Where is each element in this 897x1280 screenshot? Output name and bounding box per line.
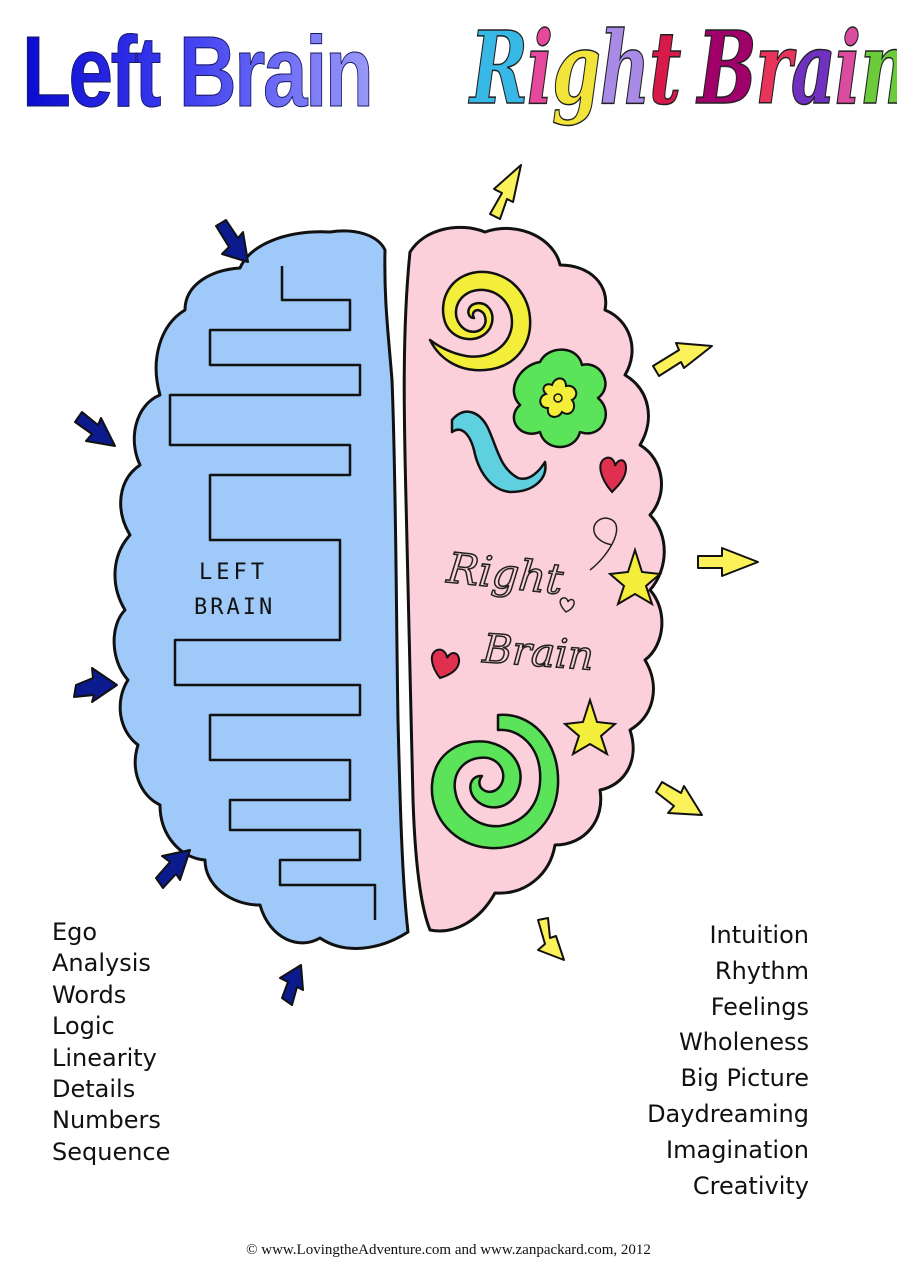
right-brain-title-letter: t bbox=[648, 9, 681, 127]
left-trait: Analysis bbox=[52, 949, 151, 978]
right-trait: Big Picture bbox=[680, 1064, 809, 1093]
left-arrow-4 bbox=[155, 849, 191, 889]
right-brain-title-letter: r bbox=[755, 9, 793, 127]
right-brain-title-letter: a bbox=[790, 9, 836, 127]
yellow-swirl bbox=[428, 270, 532, 372]
right-trait: Creativity bbox=[692, 1171, 809, 1200]
left-trait: Ego bbox=[52, 918, 98, 946]
left-maze bbox=[168, 266, 377, 920]
right-label-flourish bbox=[589, 517, 618, 571]
star-lower bbox=[562, 696, 618, 757]
left-arrow-3 bbox=[73, 667, 118, 703]
right-arrows bbox=[489, 164, 759, 961]
right-trait: Imagination bbox=[666, 1135, 809, 1164]
right-brain-traits: Intuition Rhythm Feelings Wholeness Big … bbox=[647, 918, 809, 1204]
left-brain-title: Left Brain bbox=[22, 16, 375, 128]
right-trait: Wholeness bbox=[678, 1028, 809, 1057]
right-brain-title-letter: R bbox=[469, 9, 528, 127]
right-arrow-5 bbox=[537, 917, 565, 961]
heart-top bbox=[599, 456, 628, 494]
right-brain-title-letter: h bbox=[599, 9, 651, 127]
left-trait: Words bbox=[52, 980, 127, 1009]
right-trait: Rhythm bbox=[714, 956, 809, 985]
small-heart-doodle bbox=[559, 597, 575, 613]
left-trait: Details bbox=[52, 1074, 136, 1103]
right-brain-label-line2: Brain bbox=[480, 626, 595, 680]
star-upper bbox=[607, 546, 663, 607]
right-brain-title-letter: i bbox=[526, 9, 554, 127]
left-arrows bbox=[73, 219, 304, 1006]
left-brain-traits: Ego Analysis Words Logic Linearity Detai… bbox=[52, 917, 170, 1168]
right-brain-title-letter: B bbox=[697, 9, 757, 127]
heart-left bbox=[430, 648, 461, 680]
right-brain-title-letter: g bbox=[551, 9, 601, 127]
right-arrow-3 bbox=[697, 547, 759, 577]
right-brain-title: Right Brain bbox=[469, 9, 897, 127]
right-trait: Feelings bbox=[710, 992, 809, 1021]
flower-center-dot bbox=[553, 393, 563, 403]
right-trait: Daydreaming bbox=[647, 1099, 809, 1128]
left-trait: Sequence bbox=[52, 1137, 171, 1166]
left-maze-label-line1: LEFT bbox=[199, 560, 268, 585]
left-arrow-5 bbox=[279, 964, 304, 1006]
left-trait: Numbers bbox=[52, 1106, 161, 1135]
blue-wave bbox=[450, 410, 547, 494]
left-arrow-1 bbox=[215, 219, 249, 263]
left-trait: Linearity bbox=[52, 1043, 157, 1072]
left-trait: Logic bbox=[52, 1012, 115, 1041]
left-arrow-2 bbox=[74, 411, 116, 447]
right-arrow-1 bbox=[489, 164, 522, 220]
right-brain-title-letter: i bbox=[834, 9, 862, 127]
right-arrow-4 bbox=[655, 781, 703, 816]
right-brain-title-letter: n bbox=[859, 17, 897, 119]
left-hemisphere bbox=[112, 229, 410, 950]
right-trait: Intuition bbox=[709, 921, 809, 949]
copyright-footer: © www.LovingtheAdventure.com and www.zan… bbox=[246, 1242, 651, 1258]
right-arrow-2 bbox=[652, 342, 713, 377]
green-spiral bbox=[430, 713, 560, 850]
left-maze-label-line2: BRAIN bbox=[194, 595, 275, 620]
